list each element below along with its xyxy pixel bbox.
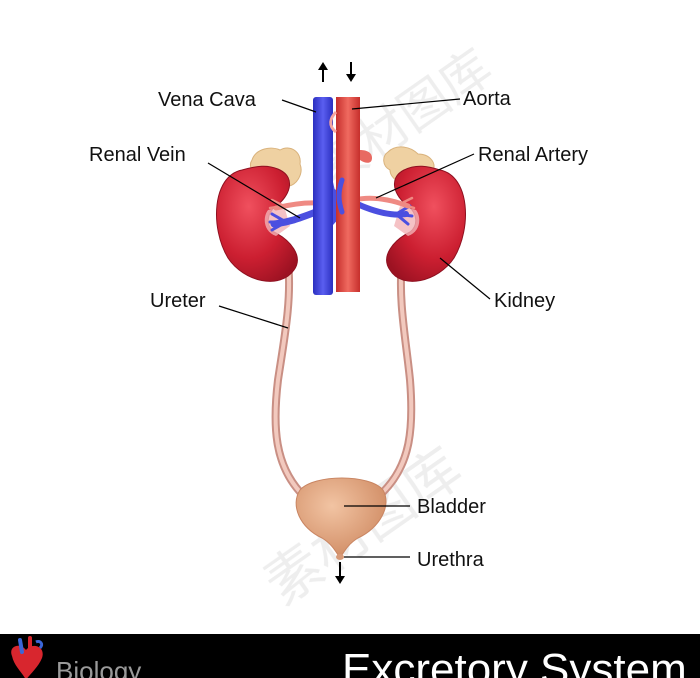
kidney-right	[386, 165, 466, 282]
ureter-right	[379, 258, 416, 496]
label-bladder: Bladder	[417, 496, 486, 518]
leader-lines	[207, 98, 491, 558]
footer-bar: Biology Excretory System	[0, 634, 700, 678]
label-kidney: Kidney	[494, 290, 556, 312]
vena-cava	[313, 97, 333, 295]
label-ureter: Ureter	[150, 290, 206, 312]
aorta	[336, 97, 360, 292]
up-arrow-icon	[318, 62, 328, 82]
label-aorta: Aorta	[463, 88, 511, 110]
label-urethra: Urethra	[417, 549, 484, 571]
label-vena-cava: Vena Cava	[158, 89, 256, 111]
kidney-left	[216, 165, 298, 282]
footer-title: Excretory System	[342, 645, 687, 678]
renal-vein-right	[327, 187, 414, 226]
down-arrow-icon	[346, 62, 356, 82]
footer-subject: Biology	[56, 656, 142, 678]
label-renal-artery: Renal Artery	[478, 144, 589, 166]
label-renal-vein: Renal Vein	[89, 144, 186, 166]
watermark: 素材图库 素材图库	[253, 38, 502, 618]
urethra-arrow-icon	[335, 562, 345, 584]
renal-vein-left	[268, 208, 320, 232]
heart-logo-icon	[11, 636, 44, 678]
bladder	[295, 477, 387, 559]
aorta-branch	[360, 150, 372, 163]
